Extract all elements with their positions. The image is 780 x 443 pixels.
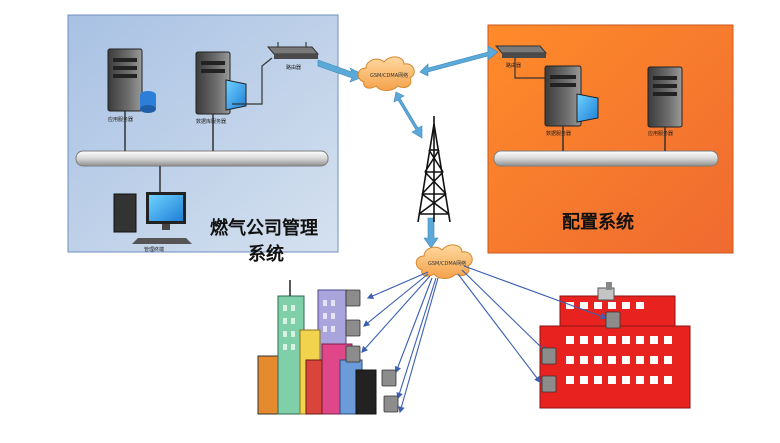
gas-meter-icon xyxy=(345,345,361,363)
factory-building-icon xyxy=(539,282,691,409)
right-app-server-icon xyxy=(647,66,683,151)
data-server-icon xyxy=(544,65,599,151)
gas-meter-icon xyxy=(383,395,399,413)
app-server-icon xyxy=(107,48,156,151)
city-buildings-icon xyxy=(257,280,377,415)
gas-meter-icon xyxy=(605,311,621,329)
top-cloud-label: GSM/CDMA网络 xyxy=(370,73,409,79)
right-server1-label: 数据服务器 xyxy=(546,131,572,137)
gas-meter-icon xyxy=(381,369,397,387)
radio-tower-icon xyxy=(417,116,451,223)
right-network-bus xyxy=(493,150,719,167)
configuration-system-panel xyxy=(487,24,734,254)
gas-meters xyxy=(345,289,621,413)
gas-meter-icon xyxy=(345,319,361,337)
left-network-bus xyxy=(75,150,329,167)
right-router-icon xyxy=(494,45,548,79)
bottom-network-cloud-icon xyxy=(415,244,473,279)
left-router-label: 路由器 xyxy=(286,65,302,71)
left-panel-title-line1: 燃气公司管理 xyxy=(210,218,318,239)
db-server-icon xyxy=(195,51,247,151)
right-server2-label: 应用服务器 xyxy=(648,131,674,137)
right-router-label: 路由器 xyxy=(506,63,522,69)
left-router-icon xyxy=(232,42,320,105)
left-server1-label: 应用服务器 xyxy=(108,117,134,123)
gas-meter-icon xyxy=(345,289,361,307)
gas-meter-icon xyxy=(541,375,557,393)
gas-company-management-panel xyxy=(67,14,339,253)
workstation-label: 管理终端 xyxy=(144,247,165,253)
left-server2-label: 数据库服务器 xyxy=(196,119,227,125)
right-panel-title: 配置系统 xyxy=(562,212,634,233)
bottom-cloud-label: GSM/CDMA网络 xyxy=(428,261,467,267)
top-network-cloud-icon xyxy=(357,56,415,91)
meter-links xyxy=(361,265,608,414)
gas-meter-icon xyxy=(541,347,557,365)
workstation-icon xyxy=(113,166,192,244)
left-panel-title-line2: 系统 xyxy=(248,244,284,265)
